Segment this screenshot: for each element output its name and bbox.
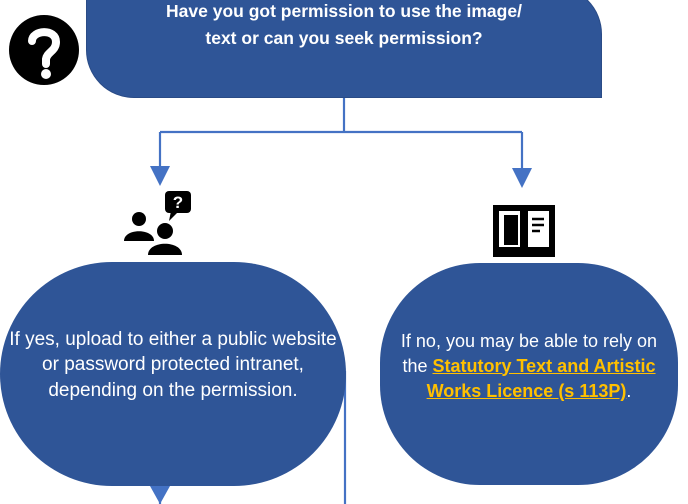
yes-outcome-node: If yes, upload to either a public websit…	[0, 262, 346, 486]
yes-outcome-text: If yes, upload to either a public websit…	[9, 328, 337, 401]
no-outcome-text: If no, you may be able to rely on the St…	[386, 329, 672, 404]
no-outcome-text-before: If no, you may be able to rely on the	[400, 330, 658, 376]
no-outcome-node: If no, you may be able to rely on the St…	[380, 263, 678, 485]
top-question-line-1: Have you got permission to use the image…	[166, 1, 522, 21]
question-mark-icon	[9, 15, 79, 85]
book-icon	[493, 205, 555, 257]
arrowhead-left	[150, 166, 170, 186]
arrowhead-bottom	[150, 486, 170, 504]
statutory-licence-link[interactable]: Statutory Text and Artistic Works Licenc…	[426, 355, 656, 401]
people-question-icon: ?	[124, 191, 191, 255]
top-question-line-2: text or can you seek permission?	[205, 28, 483, 48]
top-question-node: Have you got permission to use the image…	[86, 0, 602, 98]
no-outcome-text-after: .	[626, 380, 632, 401]
arrowhead-right	[512, 168, 532, 188]
svg-text:?: ?	[173, 193, 183, 212]
